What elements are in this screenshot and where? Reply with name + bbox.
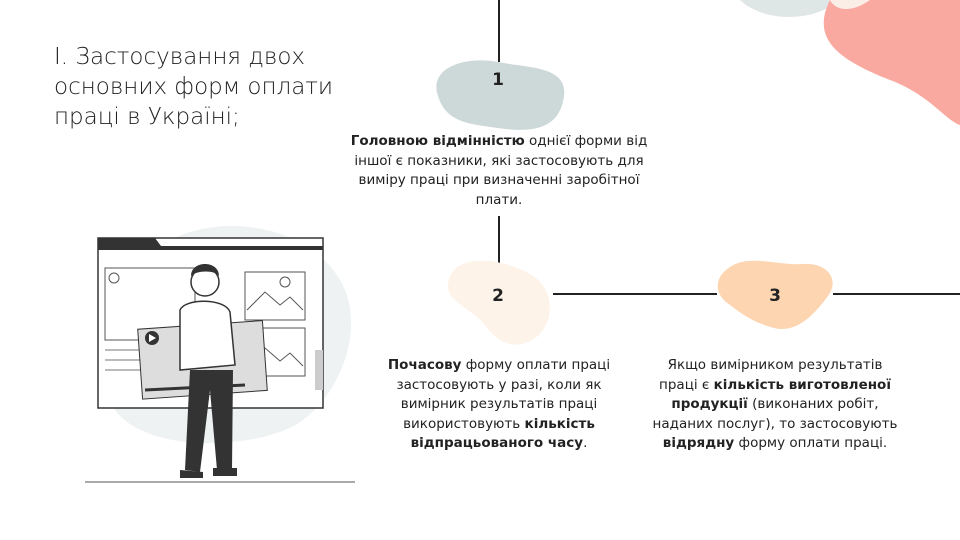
step-1-bold: Головною відмінністю — [350, 133, 525, 149]
step-2-bold: Почасову — [387, 357, 462, 373]
step-2-blob — [447, 260, 550, 345]
step-3-blob — [717, 260, 833, 330]
step-3-text: Якщо вимірником результатів праці є кіль… — [650, 356, 900, 454]
step-2-end: . — [583, 435, 588, 451]
step-2-number: 2 — [492, 286, 504, 306]
step-3-body-2: (виконаних робіт, наданих послуг), то за… — [652, 396, 898, 432]
step-3-body: Якщо вимірником результатів праці є — [659, 357, 883, 393]
step-1-number: 1 — [492, 70, 504, 90]
step-3-bold-2: відрядну — [662, 435, 735, 451]
step-2-body: форму оплати праці застосовують у разі, … — [396, 357, 611, 432]
step-1-body: однієї форми від іншої є показники, які … — [354, 133, 648, 208]
slide-title: І. Застосування двох основних форм оплат… — [54, 44, 334, 130]
step-3-number: 3 — [769, 286, 781, 306]
step-2-text: Почасову форму оплати праці застосовують… — [374, 356, 624, 454]
man-with-browser-illustration — [85, 226, 355, 483]
connector-line — [498, 0, 500, 62]
step-1-blob — [436, 60, 565, 130]
connector-line — [498, 216, 500, 264]
decorative-corner-shapes — [740, 0, 960, 125]
connector-line — [553, 293, 717, 295]
step-3-end: форму оплати праці. — [734, 435, 888, 451]
step-2-bold-2: кількість відпрацьованого часу — [410, 415, 595, 452]
step-3-bold: кількість виготовленої продукції — [671, 376, 891, 413]
connector-line — [833, 293, 960, 295]
step-1-text: Головною відмінністю однієї форми від ін… — [346, 132, 652, 210]
